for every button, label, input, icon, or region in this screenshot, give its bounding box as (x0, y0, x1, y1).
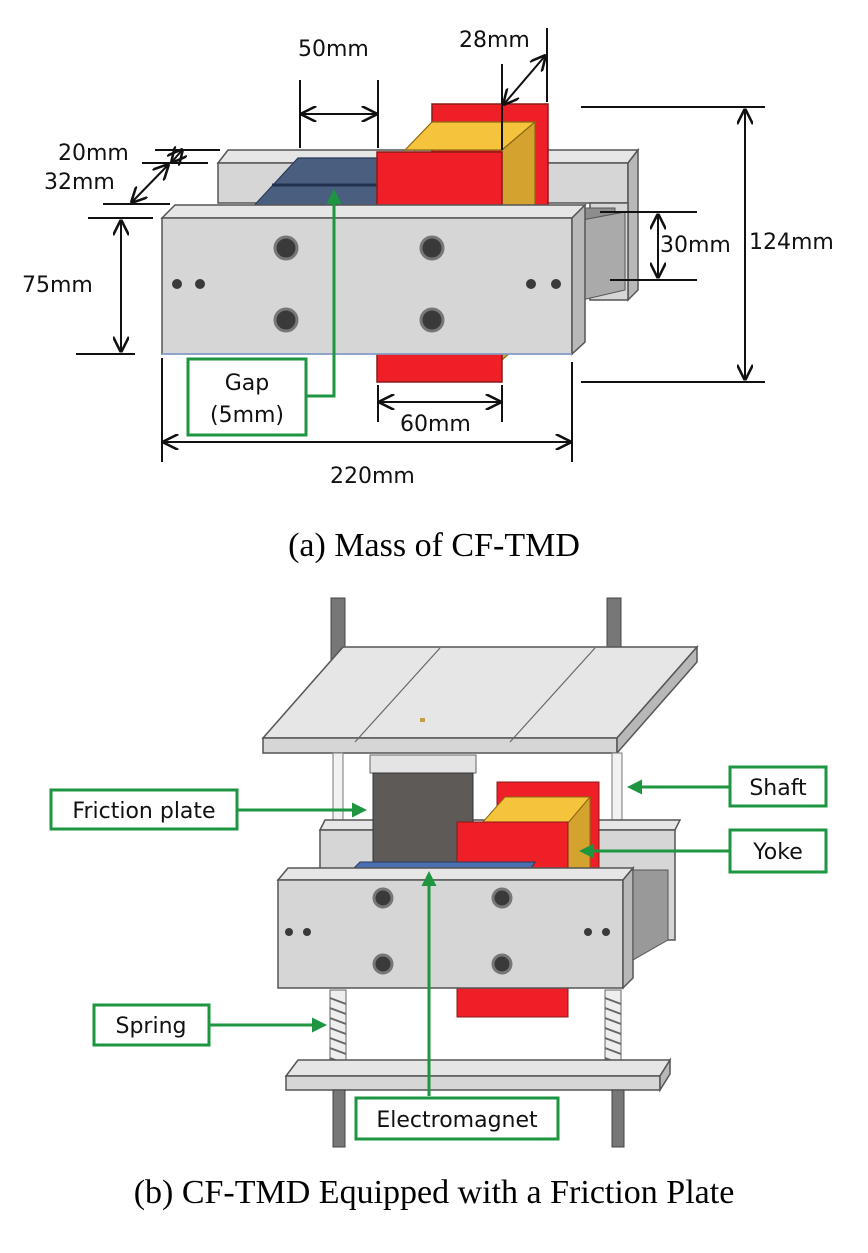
friction-plate (372, 772, 474, 864)
callout-yoke: Yoke (579, 828, 828, 874)
hex-bolt (419, 235, 445, 261)
hex-bolt (273, 235, 299, 261)
top-plate (261, 645, 699, 755)
callout-electromagnet: Electromagnet (354, 871, 560, 1141)
friction-bracket (369, 754, 477, 774)
springs (329, 989, 622, 1071)
callout-spring: Spring (92, 1003, 327, 1047)
dim-30mm: 30mm (660, 233, 731, 258)
dim-50mm: 50mm (298, 37, 369, 62)
dim-20mm: 20mm (58, 141, 129, 166)
hex-bolt (273, 307, 299, 333)
dim-32mm: 32mm (44, 170, 115, 195)
caption-b: (b) CF-TMD Equipped with a Friction Plat… (134, 1174, 735, 1211)
small-screws (172, 279, 561, 289)
hex-bolts (273, 235, 445, 333)
dim-60mm: 60mm (400, 412, 471, 437)
figure-b: Friction plate Shaft Yoke Spring Electro… (49, 597, 828, 1211)
threaded-rod-bottom (611, 1089, 625, 1148)
dimension-lines (76, 28, 765, 462)
dimension-labels: 50mm 28mm 20mm 32mm 75mm 30mm 124mm 60mm… (22, 28, 834, 489)
dim-28mm: 28mm (459, 28, 530, 53)
svg-text:Shaft: Shaft (749, 776, 807, 801)
svg-text:Friction plate: Friction plate (72, 799, 215, 824)
bottom-plate (284, 1057, 672, 1093)
gap-callout: Gap (5mm) (186, 189, 342, 437)
callout-shaft: Shaft (627, 765, 828, 808)
dim-124mm: 124mm (749, 230, 834, 255)
hex-bolt (419, 307, 445, 333)
threaded-rod-bottom (332, 1089, 346, 1148)
caption-a: (a) Mass of CF-TMD (288, 527, 580, 564)
figure-a: 50mm 28mm 20mm 32mm 75mm 30mm 124mm 60mm… (22, 28, 834, 564)
front-plate (160, 203, 587, 356)
svg-text:Spring: Spring (116, 1014, 187, 1039)
front-plate-b (276, 865, 669, 990)
callout-friction-plate: Friction plate (49, 788, 367, 831)
gap-label: Gap (225, 371, 270, 396)
svg-text:Yoke: Yoke (752, 840, 802, 865)
svg-text:Electromagnet: Electromagnet (376, 1108, 538, 1133)
dim-75mm: 75mm (22, 273, 93, 298)
gap-value: (5mm) (210, 403, 284, 428)
dim-220mm: 220mm (330, 464, 415, 489)
